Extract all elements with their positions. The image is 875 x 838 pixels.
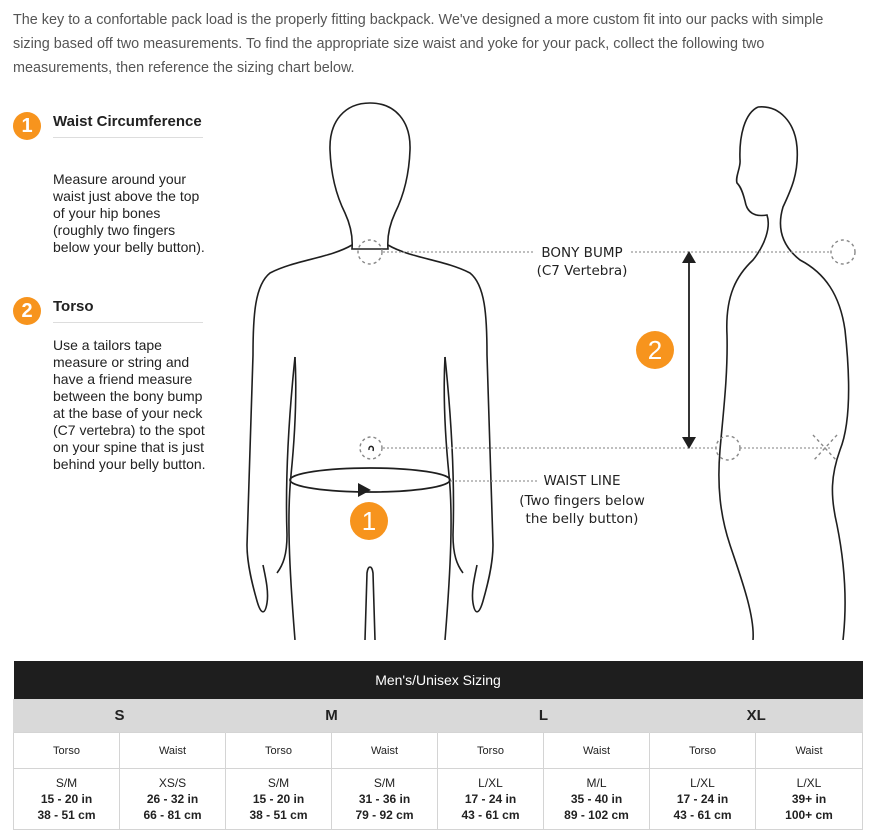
waist-line-sublabel-1: (Two fingers below: [519, 493, 645, 509]
table-cell: L/XL 17 - 24 in 43 - 61 cm: [437, 768, 544, 830]
table-cell: XS/S 26 - 32 in 66 - 81 cm: [119, 768, 226, 830]
marker-2-text: 2: [648, 335, 662, 365]
table-cell: S/M 15 - 20 in 38 - 51 cm: [225, 768, 332, 830]
table-cell: M/L 35 - 40 in 89 - 102 cm: [543, 768, 650, 830]
cell-range-in: 15 - 20 in: [252, 792, 305, 806]
measure-label: Waist: [119, 732, 226, 769]
cell-range-in: 26 - 32 in: [146, 792, 199, 806]
measure-label: Torso: [225, 732, 332, 769]
measure-label: Torso: [13, 732, 120, 769]
measure-label: Waist: [543, 732, 650, 769]
step-description: Measure around your waist just above the…: [53, 171, 205, 255]
table-cell: S/M 31 - 36 in 79 - 92 cm: [331, 768, 438, 830]
cell-range-in: 17 - 24 in: [464, 792, 517, 806]
cell-range-cm: 66 - 81 cm: [143, 808, 202, 822]
step-number-badge: 2: [13, 297, 41, 325]
cell-range-cm: 89 - 102 cm: [564, 808, 629, 822]
waist-line-sublabel-2: the belly button): [526, 511, 639, 527]
cell-size: XS/S: [158, 776, 187, 790]
table-cell: L/XL 17 - 24 in 43 - 61 cm: [649, 768, 756, 830]
bony-bump-sublabel: (C7 Vertebra): [537, 263, 628, 279]
sizing-table: Men's/Unisex Sizing S M L XL Torso Waist…: [13, 661, 863, 830]
measure-label: Waist: [331, 732, 438, 769]
cell-size: L/XL: [478, 776, 503, 790]
measure-value-row: S/M 15 - 20 in 38 - 51 cm XS/S 26 - 32 in 66…: [13, 768, 863, 830]
measure-label: Torso: [437, 732, 544, 769]
guide-lines: [383, 251, 831, 482]
torso-arrow-icon: [682, 251, 696, 449]
bony-bump-label: BONY BUMP: [541, 245, 622, 261]
step-title: Waist Circumference: [53, 112, 203, 138]
cell-range-cm: 43 - 61 cm: [673, 808, 732, 822]
cell-size: S/M: [267, 776, 290, 790]
cell-range-in: 31 - 36 in: [358, 792, 411, 806]
cell-range-cm: 38 - 51 cm: [249, 808, 308, 822]
table-cell: L/XL 39+ in 100+ cm: [755, 768, 863, 830]
cell-range-cm: 100+ cm: [785, 808, 833, 822]
measure-label: Waist: [755, 732, 863, 769]
marker-2-badge: [636, 331, 674, 369]
cell-range-in: 39+ in: [791, 792, 827, 806]
cell-size: S/M: [55, 776, 78, 790]
side-body-outline: [718, 106, 850, 640]
table-cell: S/M 15 - 20 in 38 - 51 cm: [13, 768, 120, 830]
cell-range-in: 17 - 24 in: [676, 792, 729, 806]
table-header-row: Men's/Unisex Sizing: [13, 661, 863, 699]
step-waist: 1 Waist Circumference Measure around you…: [13, 112, 213, 282]
measure-label-row: Torso Waist Torso Waist Torso Waist Tors…: [13, 732, 863, 769]
step-description: Use a tailors tape measure or string and…: [53, 337, 206, 472]
cell-range-in: 35 - 40 in: [570, 792, 623, 806]
size-header-m: M: [225, 699, 438, 733]
cell-size: L/XL: [796, 776, 822, 790]
measure-label: Torso: [649, 732, 756, 769]
cell-size: S/M: [373, 776, 396, 790]
cell-size: L/XL: [690, 776, 715, 790]
cell-range-cm: 43 - 61 cm: [461, 808, 520, 822]
front-body-outline: [246, 102, 494, 640]
waist-measure-loop: [289, 467, 451, 493]
cell-range-cm: 38 - 51 cm: [37, 808, 96, 822]
waist-arrow-icon: [358, 483, 371, 497]
step-number-badge: 1: [13, 112, 41, 140]
intro-text: The key to a confortable pack load is th…: [13, 12, 824, 76]
table-title: Men's/Unisex Sizing: [13, 661, 863, 699]
cell-range-in: 15 - 20 in: [40, 792, 93, 806]
cell-size: M/L: [586, 776, 607, 790]
waist-line-label: WAIST LINE: [543, 473, 620, 489]
size-header-s: S: [13, 699, 226, 733]
size-header-l: L: [437, 699, 650, 733]
cell-range-cm: 79 - 92 cm: [355, 808, 414, 822]
measurement-figure: 1 2 BONY BUMP (C7 Vertebra) WAIST LINE (…: [246, 102, 856, 640]
marker-1-text: 1: [362, 506, 376, 536]
step-torso: 2 Torso Use a tailors tape measure or st…: [13, 297, 213, 517]
step-title: Torso: [53, 297, 203, 323]
size-header-xl: XL: [649, 699, 863, 733]
marker-1-badge: [350, 502, 388, 540]
size-row: S M L XL: [13, 699, 863, 733]
